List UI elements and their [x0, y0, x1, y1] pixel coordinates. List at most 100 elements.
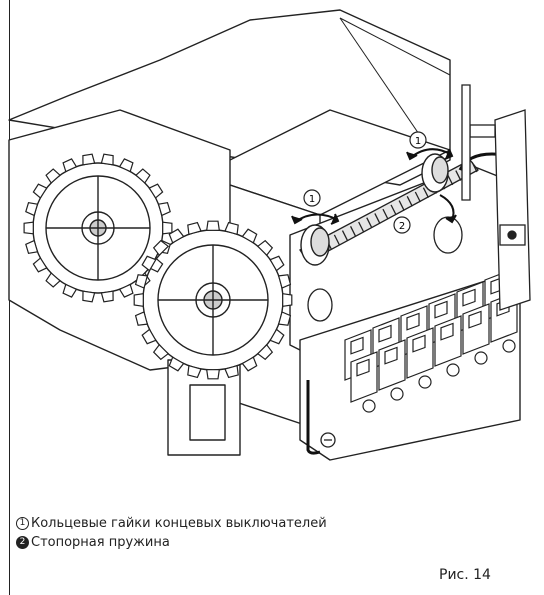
- legend-text-1: Кольцевые гайки концевых выключателей: [31, 516, 327, 531]
- gear-tooth: [269, 255, 285, 272]
- thread-line: [341, 230, 349, 241]
- gear-tooth: [141, 328, 157, 345]
- bracket-tab: [469, 124, 496, 138]
- ring-nut-right: [421, 153, 449, 193]
- thread-line: [447, 174, 454, 186]
- callout-2: 2: [393, 216, 411, 234]
- spring-direction-arrow: [439, 194, 457, 224]
- gear-tooth: [224, 364, 239, 379]
- thread-line: [398, 200, 405, 211]
- gear-tooth: [269, 328, 285, 345]
- legend-number-2: 2: [16, 536, 29, 549]
- callout-1-right: 1: [409, 131, 427, 149]
- thread-line: [333, 234, 340, 246]
- thread-line: [414, 191, 421, 203]
- gear-tooth: [206, 369, 220, 380]
- upper-post: [461, 84, 471, 201]
- callout-1-left: 1: [303, 189, 321, 207]
- gear-tooth: [241, 356, 258, 372]
- gear-tooth: [32, 183, 48, 199]
- gear-tooth: [141, 255, 157, 272]
- gear-tooth: [23, 221, 34, 235]
- gear-tooth: [152, 239, 170, 257]
- wire-lower: [306, 380, 321, 455]
- gear-tooth: [100, 153, 114, 166]
- gear-tooth: [62, 283, 78, 298]
- switch-window: [462, 288, 476, 307]
- gear-tooth: [241, 228, 258, 244]
- rotation-arrow-right: [406, 148, 454, 161]
- rotation-arrow-left: [291, 213, 340, 225]
- gear-tooth: [32, 257, 48, 273]
- legend-text-2: Стопорная пружина: [31, 535, 170, 550]
- gear-tooth: [256, 239, 274, 257]
- gear-tooth: [135, 168, 151, 184]
- gear-tooth: [118, 283, 134, 298]
- gear-tooth: [187, 364, 202, 379]
- switch-window: [468, 310, 482, 329]
- switch-window: [350, 336, 364, 355]
- gear-tooth: [134, 311, 149, 326]
- thread-line: [374, 213, 381, 224]
- gear-teeth: [23, 153, 293, 380]
- switch-window: [356, 358, 370, 377]
- gear-tooth: [100, 290, 114, 303]
- gear-tooth: [282, 293, 293, 307]
- thread-line: [366, 217, 373, 229]
- switch-terminal: [362, 399, 376, 413]
- gear-tooth: [162, 221, 173, 235]
- thread-line: [422, 187, 430, 199]
- switch-window: [378, 324, 392, 343]
- switch-terminal: [474, 351, 488, 365]
- gear-tooth: [62, 158, 78, 173]
- front-gear: [142, 229, 284, 371]
- callout-2-label: 2: [399, 221, 405, 232]
- gear-tooth: [148, 183, 164, 199]
- spring-drum: [433, 216, 463, 254]
- guide-roller: [307, 288, 333, 322]
- switch-window: [384, 346, 398, 365]
- legend: 1 Кольцевые гайки концевых выключателей …: [16, 514, 327, 552]
- thread-line: [406, 195, 413, 207]
- gear-tooth: [45, 168, 61, 184]
- right-bracket: [494, 109, 531, 311]
- limit-switch-blocks: [344, 269, 518, 413]
- figure-caption: Рис. 14: [439, 567, 491, 583]
- gear-tooth: [45, 272, 61, 288]
- thread-line: [349, 225, 357, 237]
- switch-terminal: [418, 375, 432, 389]
- switch-window: [434, 300, 448, 319]
- gear-tooth: [134, 274, 149, 289]
- gear-tooth: [118, 158, 134, 173]
- gear-tooth: [168, 356, 185, 372]
- switch-window: [406, 312, 420, 331]
- callout-1-right-label: 1: [415, 136, 421, 147]
- legend-item-2: 2 Стопорная пружина: [16, 533, 327, 552]
- gear-tooth: [168, 228, 185, 244]
- thread-line: [455, 170, 462, 181]
- ring-nut-left: [300, 224, 330, 266]
- thread-line: [382, 208, 389, 220]
- switch-terminal: [502, 339, 516, 353]
- callout-1-left-label: 1: [309, 194, 315, 205]
- gear-tooth: [82, 290, 96, 303]
- switch-window: [440, 322, 454, 341]
- thread-line: [358, 221, 365, 233]
- gear-tooth: [277, 274, 292, 289]
- gear-tooth: [133, 293, 144, 307]
- thread-line: [390, 204, 397, 216]
- rear-gear: [32, 162, 164, 294]
- limit-switch-drawing: 1 1 2: [8, 9, 531, 461]
- gear-tooth: [187, 221, 202, 236]
- gear-tooth: [25, 202, 39, 217]
- gear-tooth: [256, 343, 274, 361]
- gear-tooth: [152, 343, 170, 361]
- gear-tooth: [277, 311, 292, 326]
- switch-terminal: [446, 363, 460, 377]
- mount-foot-hole: [189, 384, 226, 441]
- legend-number-1: 1: [16, 517, 29, 530]
- thread-line: [471, 161, 478, 173]
- gear-tooth: [82, 153, 96, 166]
- switch-window: [412, 334, 426, 353]
- switch-terminal: [390, 387, 404, 401]
